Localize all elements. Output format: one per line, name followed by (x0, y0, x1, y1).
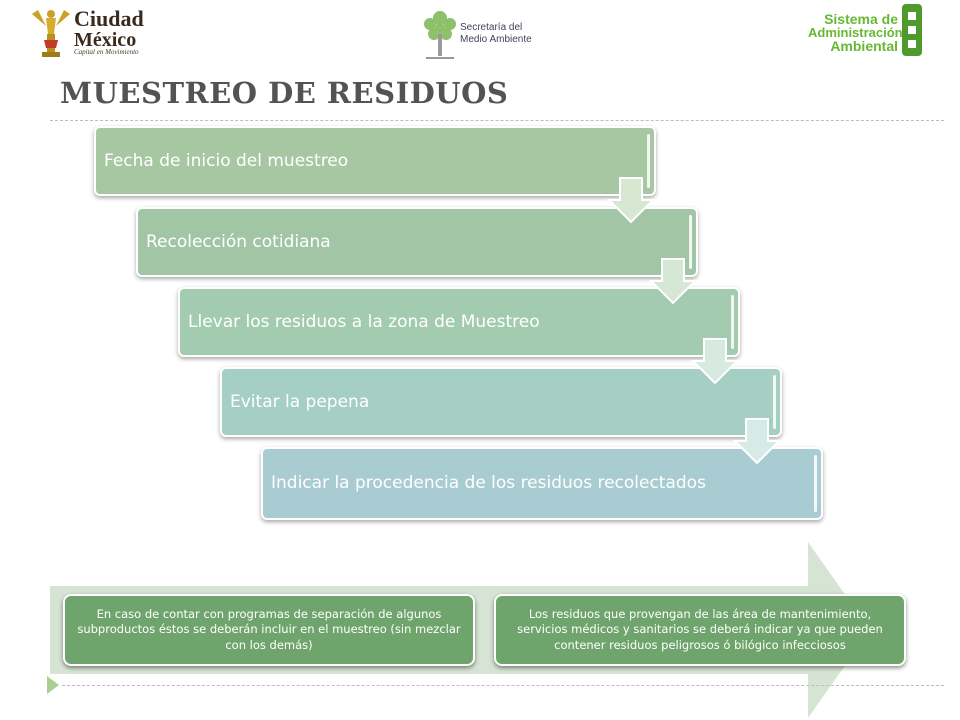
footer-divider (62, 685, 944, 686)
down-arrow-icon (732, 418, 782, 465)
saa-wordmark: Sistema de Administración Ambiental (808, 11, 903, 54)
step-llevar-residuos: Llevar los residuos a la zona de Muestre… (178, 287, 740, 357)
bullet-arrow-icon (47, 676, 59, 694)
title-divider (50, 120, 944, 121)
page-title: MUESTREO DE RESIDUOS (60, 76, 509, 110)
step-evitar-pepena: Evitar la pepena (220, 367, 782, 437)
note-right-text: Los residuos que provengan de las área d… (517, 606, 883, 652)
cdmx-tagline: Capital en Movimiento (74, 48, 139, 56)
sma-wordmark: Secretaría del Medio Ambiente (460, 22, 532, 45)
note-residuos-peligrosos: Los residuos que provengan de las área d… (494, 594, 906, 666)
saa-emblem-icon (902, 4, 922, 56)
cdmx-wordmark: Ciudad México (74, 6, 144, 51)
note-separacion-subproductos: En caso de contar con programas de separ… (63, 594, 475, 666)
step-recoleccion: Recolección cotidiana (136, 207, 698, 277)
ciudad-de-mexico-logo: Ciudad México Capital en Movimiento (28, 4, 158, 58)
down-arrow-icon (648, 258, 698, 305)
note-left-text: En caso de contar con programas de separ… (77, 606, 461, 652)
angel-independencia-icon (32, 10, 70, 57)
sistema-administracion-ambiental-logo: Sistema de Administración Ambiental (808, 2, 928, 62)
tree-icon (424, 11, 456, 59)
step-indicar-procedencia: Indicar la procedencia de los residuos r… (261, 447, 823, 520)
step-fecha-inicio: Fecha de inicio del muestreo (94, 126, 656, 196)
down-arrow-icon (606, 177, 656, 224)
down-arrow-icon (690, 338, 740, 385)
secretaria-medio-ambiente-logo: Secretaría del Medio Ambiente (420, 4, 540, 62)
